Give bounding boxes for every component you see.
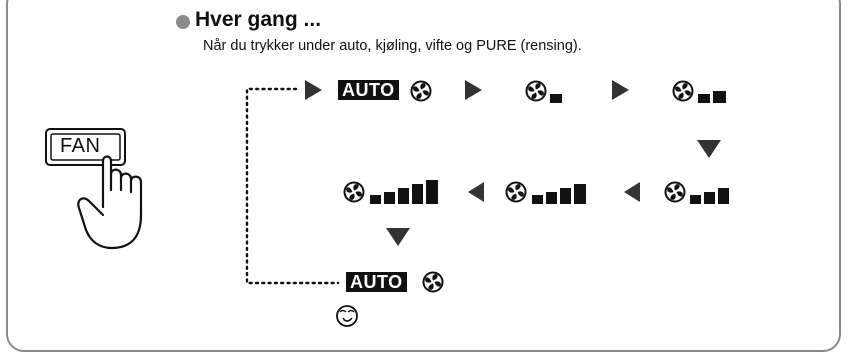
fan-icon <box>505 181 527 203</box>
fan-level-bar <box>426 180 438 204</box>
fan-level-bar <box>560 188 571 204</box>
triangle-arrow-icon <box>624 182 640 202</box>
triangle-arrow-icon <box>305 80 322 100</box>
triangle-arrow-icon <box>465 80 482 100</box>
instruction-panel <box>6 0 841 352</box>
quiet-face-icon <box>336 305 358 327</box>
triangle-arrow-icon <box>468 182 484 202</box>
triangle-arrow-icon <box>386 228 410 246</box>
fan-level-bar <box>550 94 562 103</box>
fan-level-bar <box>718 188 729 204</box>
fan-icon <box>525 80 547 102</box>
auto-mode-label: AUTO <box>338 80 399 100</box>
fan-level-bar <box>370 195 381 204</box>
fan-icon <box>410 80 432 102</box>
fan-level-bar <box>704 192 715 204</box>
fan-level-bar <box>412 184 423 204</box>
fan-level-bar <box>574 184 586 204</box>
hand-pointer-icon <box>45 128 143 250</box>
triangle-arrow-icon <box>697 140 721 158</box>
fan-level-bar <box>384 192 395 204</box>
bullet-icon <box>176 15 190 29</box>
auto-mode-label: AUTO <box>346 272 407 292</box>
fan-icon <box>664 181 686 203</box>
page-title: Hver gang ... <box>195 8 322 31</box>
triangle-arrow-icon <box>612 80 629 100</box>
fan-level-bar <box>713 91 726 103</box>
fan-level-bar <box>698 94 710 103</box>
loop-connector <box>245 87 340 285</box>
fan-icon <box>672 80 694 102</box>
fan-button[interactable]: FAN <box>60 135 101 157</box>
page-subtitle: Når du trykker under auto, kjøling, vift… <box>203 38 582 54</box>
fan-level-bar <box>690 195 701 204</box>
fan-level-bar <box>398 188 409 204</box>
fan-level-bar <box>532 195 543 204</box>
fan-icon <box>422 271 444 293</box>
fan-icon <box>343 181 365 203</box>
fan-level-bar <box>546 192 557 204</box>
